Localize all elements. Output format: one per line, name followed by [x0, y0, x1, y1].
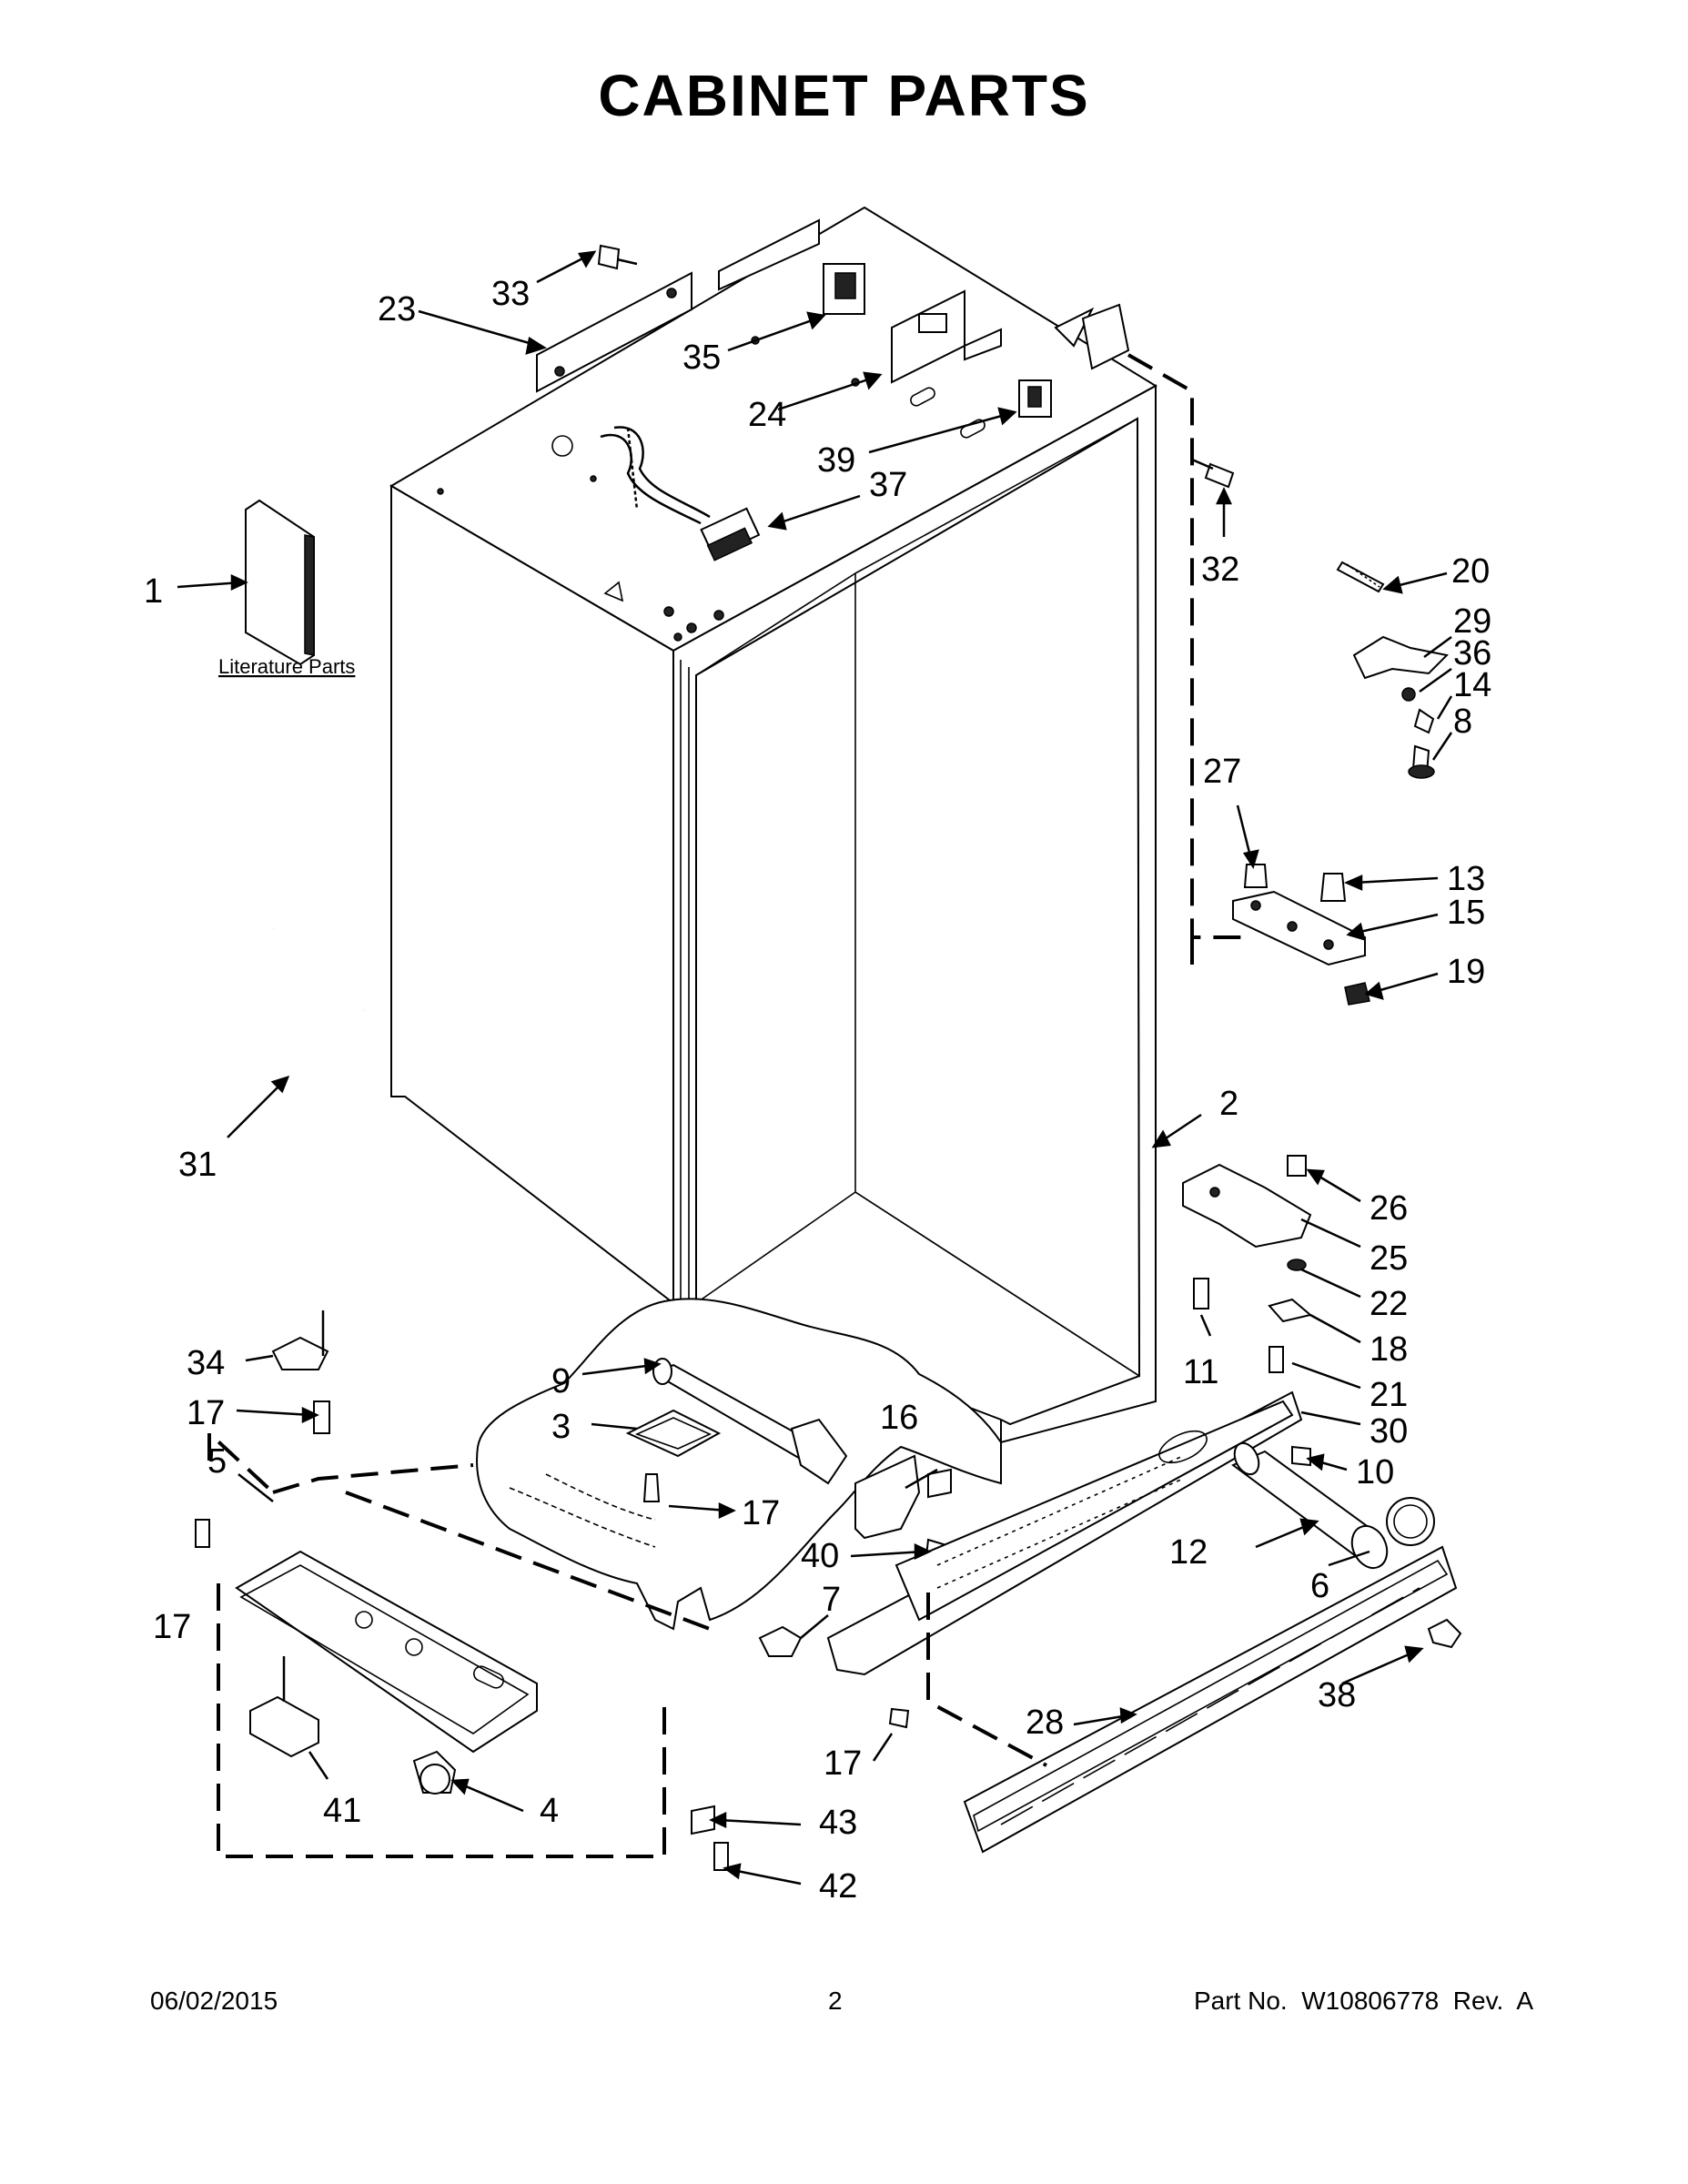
callout-36: 36 — [1453, 634, 1491, 672]
callout-27: 27 — [1203, 753, 1241, 791]
wiring-harness — [600, 426, 761, 561]
upper-hinge-assembly — [1336, 561, 1450, 779]
callout-43: 43 — [819, 1804, 857, 1842]
roller-4 — [412, 1750, 457, 1795]
screw-42 — [713, 1842, 729, 1871]
callout-1: 1 — [144, 572, 163, 611]
callout-14: 14 — [1453, 666, 1491, 704]
callout-35: 35 — [682, 339, 721, 377]
callout-11: 11 — [1183, 1353, 1218, 1391]
callout-21: 21 — [1370, 1376, 1408, 1414]
callout-33: 33 — [491, 275, 530, 313]
callout-25: 25 — [1370, 1239, 1408, 1278]
callout-8: 8 — [1453, 703, 1472, 741]
callout-37: 37 — [869, 466, 907, 504]
lower-hinge-assembly — [1182, 1155, 1313, 1373]
callout-22: 22 — [1370, 1285, 1408, 1323]
page-title: CABINET PARTS — [598, 63, 1090, 128]
clip-7 — [758, 1625, 803, 1657]
bracket-34 — [271, 1310, 329, 1370]
leader-arrows — [177, 250, 1453, 1886]
callout-15: 15 — [1447, 894, 1485, 932]
screw-17-right — [888, 1707, 910, 1729]
hinge-plate-assembly — [1232, 864, 1370, 1006]
callout-9: 9 — [551, 1362, 571, 1400]
drain-heater — [652, 1358, 848, 1485]
callout-30: 30 — [1370, 1412, 1408, 1451]
callout-31: 31 — [178, 1146, 217, 1184]
literature-parts-label: Literature Parts — [218, 655, 355, 678]
callout-17-a: 17 — [187, 1394, 225, 1432]
literature-booklet — [245, 499, 315, 666]
callout-34: 34 — [187, 1344, 225, 1382]
screw-17-left-b — [195, 1519, 210, 1548]
callout-40: 40 — [801, 1537, 839, 1575]
callout-7: 7 — [822, 1581, 841, 1619]
bracket-43 — [691, 1805, 715, 1835]
footer-part-number: Part No. W10806778 Rev. A — [1193, 1987, 1533, 2015]
callout-29: 29 — [1453, 602, 1491, 641]
callout-26: 26 — [1370, 1189, 1408, 1228]
callout-18: 18 — [1370, 1330, 1408, 1369]
footer-date: 06/02/2015 — [150, 1987, 278, 2015]
callout-2: 2 — [1219, 1085, 1238, 1123]
leveling-leg — [249, 1656, 319, 1758]
callout-6: 6 — [1310, 1567, 1329, 1605]
callout-12: 12 — [1169, 1533, 1208, 1572]
callout-32: 32 — [1201, 551, 1239, 589]
callout-17-b: 17 — [742, 1494, 780, 1532]
callout-13: 13 — [1447, 860, 1485, 898]
callout-28: 28 — [1026, 1704, 1064, 1742]
toe-grille — [963, 1545, 1458, 1854]
screw-17-floor — [642, 1473, 661, 1502]
callout-17-c: 17 — [153, 1608, 191, 1646]
floor-cutaway — [476, 1298, 1002, 1631]
filter-housing — [1231, 1441, 1435, 1570]
footer-page-number: 2 — [828, 1987, 843, 2015]
screw-32 — [1191, 458, 1235, 489]
callout-20: 20 — [1451, 552, 1490, 591]
screw-33 — [597, 244, 638, 270]
callout-38: 38 — [1318, 1676, 1356, 1714]
front-rail — [235, 1550, 538, 1754]
callout-3: 3 — [551, 1408, 571, 1446]
callout-24: 24 — [748, 396, 786, 434]
callout-5: 5 — [207, 1442, 227, 1481]
top-brackets — [536, 218, 1130, 439]
cap-38 — [1427, 1618, 1462, 1649]
callout-19: 19 — [1447, 953, 1485, 991]
callout-23: 23 — [378, 290, 416, 329]
drain-pan — [625, 1409, 722, 1458]
vent-grille — [826, 1390, 1303, 1676]
callout-10: 10 — [1356, 1453, 1394, 1491]
callout-42: 42 — [819, 1867, 857, 1906]
callout-39: 39 — [817, 441, 855, 480]
screw-17-left-a — [313, 1400, 330, 1434]
callout-41: 41 — [323, 1792, 361, 1830]
bracket-16 — [854, 1454, 952, 1540]
callout-4: 4 — [540, 1792, 559, 1830]
cabinet-body — [389, 206, 1157, 1444]
callout-16: 16 — [880, 1399, 918, 1437]
callout-17-d: 17 — [824, 1744, 862, 1783]
